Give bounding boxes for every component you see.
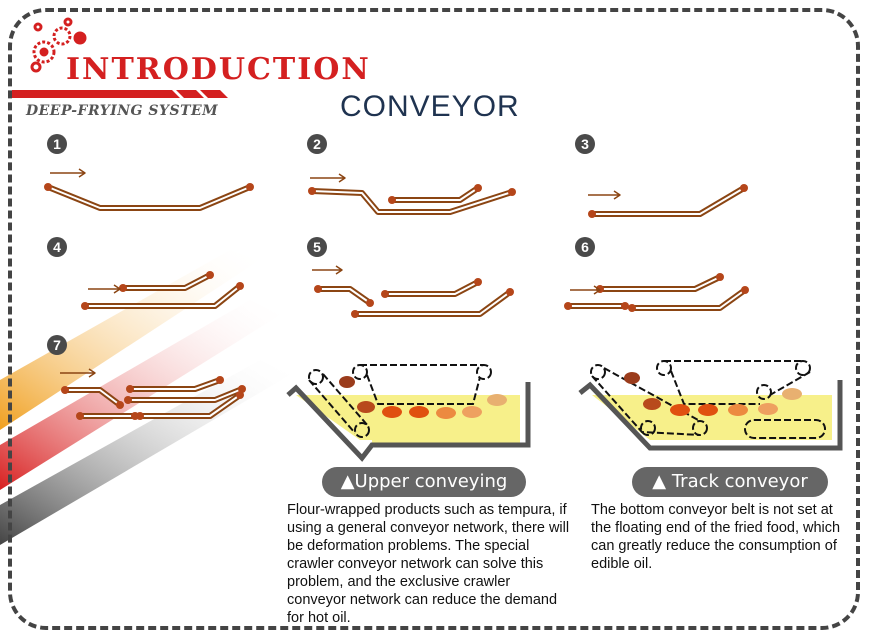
step-badge-3: 3 <box>575 134 595 154</box>
belt-roller <box>314 285 322 293</box>
conveyor-belt <box>85 285 241 307</box>
red-underline-bar <box>12 90 228 98</box>
belt-roller <box>81 302 89 310</box>
belt-roller <box>474 278 482 286</box>
belt-roller <box>76 412 84 420</box>
decorative-stripes <box>0 250 290 545</box>
intro-title: INTRODUCTION <box>66 52 371 87</box>
belt-roller <box>588 210 596 218</box>
conveyor-belt <box>130 379 221 390</box>
direction-arrow-icon <box>50 168 86 178</box>
step-badge-6: 6 <box>575 237 595 257</box>
step-badge-4: 4 <box>47 237 67 257</box>
belt-roller <box>508 188 516 196</box>
step-badge-5: 5 <box>307 237 327 257</box>
dashed-frame <box>8 8 860 630</box>
conveyor-belt <box>592 187 745 215</box>
direction-arrow-icon <box>60 368 96 378</box>
subtitle: DEEP-FRYING SYSTEM <box>26 103 219 119</box>
belt-roller <box>716 273 724 281</box>
conveyor-belt <box>65 389 121 406</box>
conveyor-belt <box>318 288 371 304</box>
conveyor-belt <box>128 388 243 401</box>
belt-roller <box>628 304 636 312</box>
upper-conveying-label: ▲Upper conveying <box>322 467 526 497</box>
belt-roller <box>506 288 514 296</box>
belt-roller <box>216 376 224 384</box>
conveyor-belt <box>140 394 241 417</box>
conveyor-belt <box>123 274 211 289</box>
track-conveyor-label: ▲ Track conveyor <box>632 467 828 497</box>
belt-roller <box>308 187 316 195</box>
belt-roller <box>136 412 144 420</box>
belt-roller <box>124 396 132 404</box>
belt-roller <box>366 299 374 307</box>
direction-arrow-icon <box>310 173 346 183</box>
track-conveyor-description: The bottom conveyor belt is not set at t… <box>591 502 841 572</box>
belt-roller <box>388 196 396 204</box>
conveyor-belt <box>47 186 251 209</box>
belt-roller <box>351 310 359 318</box>
belt-roller <box>474 184 482 192</box>
conveyor-belt <box>600 276 721 290</box>
belt-roller <box>119 284 127 292</box>
page-title: CONVEYOR <box>340 90 520 123</box>
belt-roller <box>741 286 749 294</box>
step-badge-2: 2 <box>307 134 327 154</box>
belt-roller <box>61 386 69 394</box>
belt-roller <box>116 401 124 409</box>
conveyor-belt <box>632 289 746 309</box>
direction-arrow-icon <box>312 265 343 275</box>
belt-roller <box>381 290 389 298</box>
direction-arrow-icon <box>88 284 121 294</box>
belt-roller <box>564 302 572 310</box>
upper-conveying-description: Flour-wrapped products such as tempura, … <box>287 502 570 626</box>
belt-roller <box>236 282 244 290</box>
conveyor-belt <box>311 190 513 213</box>
conveyor-belt <box>355 291 511 315</box>
belt-roller <box>621 302 629 310</box>
step-badge-1: 1 <box>47 134 67 154</box>
upper-conveying-fryer <box>286 364 531 462</box>
belt-roller <box>206 271 214 279</box>
conveyor-belt-diagrams <box>44 168 749 420</box>
direction-arrow-icon <box>588 190 621 200</box>
direction-arrow-icon <box>570 285 601 295</box>
belt-roller <box>126 385 134 393</box>
belt-roller <box>44 183 52 191</box>
conveyor-belt <box>385 281 479 295</box>
step-badge-7: 7 <box>47 335 67 355</box>
belt-roller <box>246 183 254 191</box>
conveyor-belt <box>392 187 479 201</box>
belt-roller <box>236 391 244 399</box>
track-conveyor-fryer <box>578 360 843 451</box>
belt-roller <box>740 184 748 192</box>
